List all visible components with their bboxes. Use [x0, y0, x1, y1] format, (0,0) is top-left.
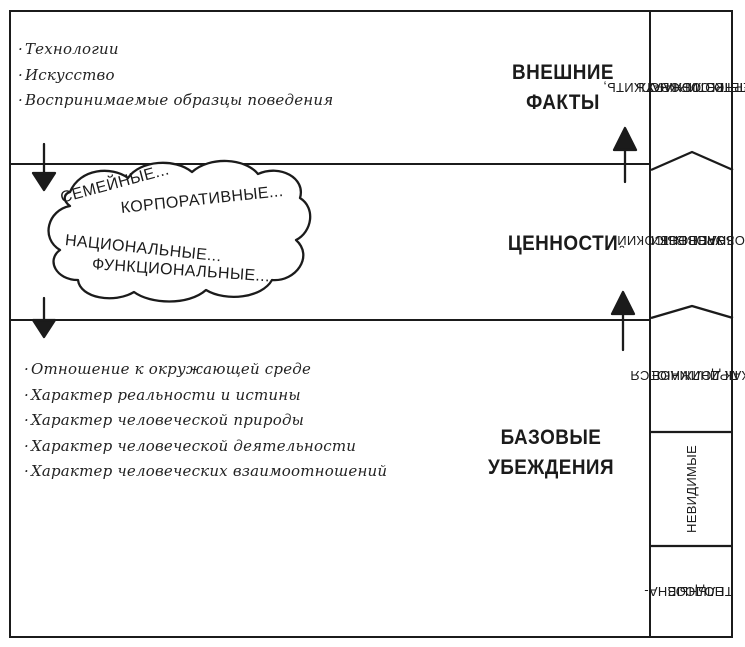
artifacts-title: ВНЕШНИЕ ФАКТЫ — [487, 58, 640, 118]
sidebar-subconscious-line2: ТЕЛЬНЫЕ — [667, 584, 733, 599]
cloud-shape — [47, 159, 312, 303]
assumptions-item: Характер человеческих взаимоотношений — [24, 459, 387, 485]
assumptions-item: Характер человеческой природы — [24, 408, 387, 434]
artifacts-list: Технологии Искусство Воспринимаемые обра… — [18, 37, 333, 114]
diagram-frame — [9, 10, 651, 638]
divider-artifacts-values — [9, 163, 651, 165]
assumptions-title-line2: УБЕЖДЕНИЯ — [488, 456, 614, 479]
sidebar-label-higher-awareness: БОЛЕЕ ВЫСОКИЙ УРОВЕНЬ ОСОЗНАННОСТИ — [617, 172, 745, 308]
sidebar-label-easy: ЛЕГКО ОБНАРУЖИТЬ, НО СЛОЖНО ИНТЕРПРЕТИРО… — [603, 12, 745, 162]
sidebar-higher-line3: ОСОЗНАННОСТИ — [651, 233, 745, 248]
arrow-up-icon — [612, 126, 638, 184]
arrow-up-icon — [610, 290, 636, 352]
arrow-down-icon — [31, 296, 57, 339]
values-title: ЦЕННОСТИ — [507, 232, 619, 255]
assumptions-title-line1: БАЗОВЫЕ — [500, 426, 602, 449]
sidebar-label-invisible: НЕВИДИМЫЕ — [651, 432, 733, 546]
artifacts-item: Технологии — [18, 37, 333, 63]
assumptions-list: Отношение к окружающей среде Характер ре… — [24, 357, 387, 485]
assumptions-item: Характер реальности и истины — [24, 383, 387, 409]
sidebar-dividers — [650, 150, 734, 548]
artifacts-title-line2: ФАКТЫ — [526, 91, 600, 114]
artifacts-item: Искусство — [18, 63, 333, 89]
arrow-down-icon — [31, 142, 57, 192]
assumptions-item: Отношение к окружающей среде — [24, 357, 387, 383]
awareness-sidebar — [651, 10, 733, 638]
sidebar-invisible: НЕВИДИМЫЕ — [684, 445, 699, 533]
sidebar-easy-line3: ИНТЕРПРЕТИРОВАТЬ — [636, 80, 745, 95]
sidebar-taken-line2: КАК ДОЛЖНОЕ — [650, 368, 745, 383]
artifacts-item: Воспринимаемые образцы поведения — [18, 88, 333, 114]
sidebar-label-taken-for-granted: ПРИНИМАЮТСЯ КАК ДОЛЖНОЕ — [630, 318, 745, 432]
sidebar-label-subconscious: ПОДСОЗНА- ТЕЛЬНЫЕ — [644, 546, 733, 636]
divider-values-assumptions — [9, 319, 651, 321]
artifacts-title-line1: ВНЕШНИЕ — [512, 61, 614, 84]
assumptions-title: БАЗОВЫЕ УБЕЖДЕНИЯ — [475, 423, 628, 483]
assumptions-item: Характер человеческой деятельности — [24, 434, 387, 460]
